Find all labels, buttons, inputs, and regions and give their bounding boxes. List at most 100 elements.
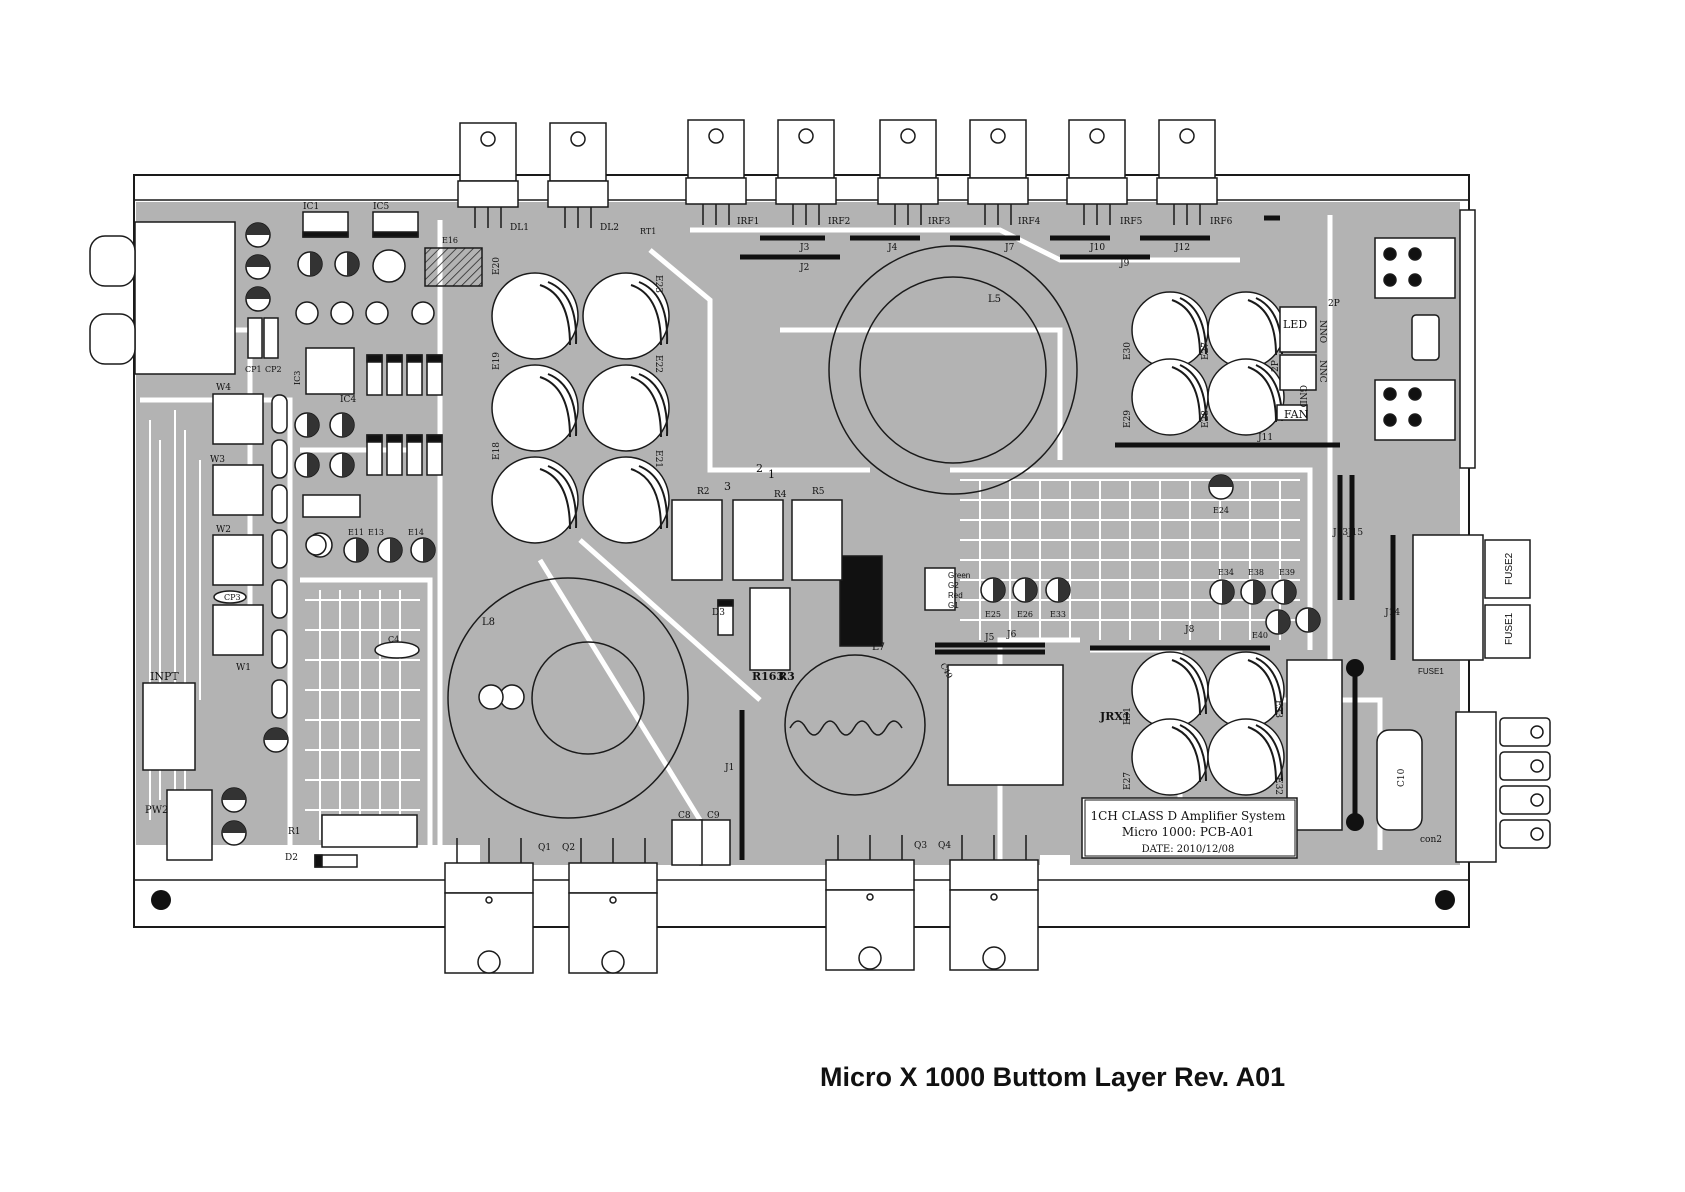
label-ic3: IC3	[293, 371, 302, 385]
label-q3: Q3	[914, 841, 927, 851]
label-e36: E24	[1213, 506, 1229, 515]
label-j13: J13	[1332, 528, 1348, 538]
transistor-q1	[444, 838, 534, 974]
label-nnc: NNC	[1317, 360, 1327, 383]
transistor-irf4	[967, 119, 1029, 225]
label-1: 1	[768, 468, 775, 481]
label-e38: E39	[1279, 568, 1295, 577]
label-e33: E34	[1218, 568, 1234, 577]
label-red: Red	[948, 591, 963, 600]
pcb-info-line3: DATE: 2010/12/08	[1142, 844, 1235, 855]
label-q2: Q2	[562, 843, 575, 853]
label-ic5: IC5	[373, 202, 389, 212]
right-connectors	[947, 209, 1551, 863]
label-c10: C10	[1397, 768, 1407, 787]
label-e39: E40	[1252, 631, 1268, 640]
vertical-labels: FUSE2 FUSE1 C10 E20 E23 E19 E22 E18 E21 …	[293, 257, 1515, 795]
label-j9: J9	[1119, 259, 1130, 269]
label-cp2: CP2	[265, 365, 282, 374]
diodes	[314, 354, 734, 868]
label-r1: R1	[288, 827, 301, 837]
transistor-irf6	[1156, 119, 1218, 225]
label-irf3: IRF3	[928, 217, 951, 227]
top-transistors	[457, 119, 1218, 228]
label-j14: J14	[1384, 608, 1400, 618]
label-fuse1-bottom: FUSE1	[1418, 667, 1444, 676]
inductor-l7	[784, 654, 926, 796]
label-r3: R3	[778, 670, 795, 683]
label-2: 2	[756, 462, 763, 475]
label-e18: E18	[492, 442, 502, 460]
inductor-l8	[447, 577, 689, 819]
silkscreen-labels: DL1 DL2 IRF1 IRF2 IRF3 IRF4 IRF5 IRF6 Q1…	[145, 202, 1444, 863]
label-j2: J2	[799, 263, 809, 273]
label-fuse2: FUSE2	[1504, 552, 1515, 585]
label-j7: J7	[1004, 243, 1015, 253]
label-e23: E23	[653, 275, 663, 293]
transistor-q4	[949, 835, 1039, 971]
transistor-dl2	[547, 122, 609, 228]
label-e20: E20	[492, 257, 502, 275]
label-e17: E14	[408, 528, 424, 537]
label-rt1: RT1	[640, 227, 656, 236]
label-l7: L7	[872, 642, 885, 653]
label-r2: R2	[697, 487, 710, 497]
small-smd-caps	[213, 394, 420, 719]
inductors-large	[447, 245, 1078, 819]
label-j3: J3	[799, 243, 810, 253]
label-gnd: GND	[1297, 385, 1307, 407]
label-j1: J1	[724, 763, 734, 773]
label-dl1: DL1	[510, 223, 529, 233]
label-e30: E30	[1123, 342, 1133, 360]
label-e34: E38	[1248, 568, 1264, 577]
label-j5: J5	[984, 633, 995, 643]
fine-traces	[149, 410, 1300, 840]
label-irf2: IRF2	[828, 217, 850, 227]
label-w1: W1	[236, 663, 251, 673]
label-w2: W2	[216, 525, 231, 535]
pcb-info-line1: 1CH CLASS D Amplifier System	[1091, 809, 1287, 823]
label-w3: W3	[210, 455, 225, 465]
label-ic4: IC4	[340, 395, 356, 405]
transistor-dl1	[457, 122, 519, 228]
label-j6: J6	[1006, 630, 1017, 640]
large-cap-marks	[539, 281, 1283, 783]
label-e32: E32	[1273, 777, 1283, 795]
label-l5: L5	[988, 294, 1001, 305]
label-e27: E27	[1201, 342, 1211, 360]
small-inductors	[295, 301, 435, 556]
bottom-transistors	[444, 835, 1039, 974]
label-r163: R163	[752, 670, 784, 683]
label-con2: con2	[1420, 835, 1442, 845]
ics	[302, 211, 883, 647]
label-green: Green	[948, 571, 970, 580]
transistor-irf3	[877, 119, 939, 225]
figure-caption: Micro X 1000 Buttom Layer Rev. A01	[820, 1062, 1286, 1092]
label-cp1: CP1	[245, 365, 262, 374]
label-q4: Q4	[938, 841, 951, 851]
label-e14: E13	[368, 528, 384, 537]
label-c9: C9	[707, 811, 720, 821]
label-e21: E21	[653, 450, 663, 468]
label-irf5: IRF5	[1120, 217, 1143, 227]
label-irf1: IRF1	[737, 217, 759, 227]
label-fuse1: FUSE1	[1504, 612, 1515, 645]
input-connector	[89, 221, 279, 375]
label-e24: E25	[985, 610, 1001, 619]
label-e33b: E33	[1273, 700, 1283, 718]
label-w4: W4	[216, 383, 231, 393]
label-e19: E19	[492, 352, 502, 370]
jumper-pad-bottom	[1346, 813, 1364, 831]
label-nno: NNO	[1317, 320, 1327, 343]
jumper-pad-top	[1346, 659, 1364, 677]
label-e27b: E27	[1123, 772, 1133, 790]
label-inpt: INPT	[150, 670, 179, 683]
label-e29: E29	[1123, 410, 1133, 428]
label-c5: C4	[388, 635, 399, 644]
transistor-irf5	[1066, 119, 1128, 225]
label-j4: J4	[887, 243, 898, 253]
label-3: 3	[724, 480, 731, 493]
label-d3: D3	[712, 608, 725, 618]
label-ic1: IC1	[303, 202, 319, 212]
small-cap-halves	[222, 223, 1320, 833]
